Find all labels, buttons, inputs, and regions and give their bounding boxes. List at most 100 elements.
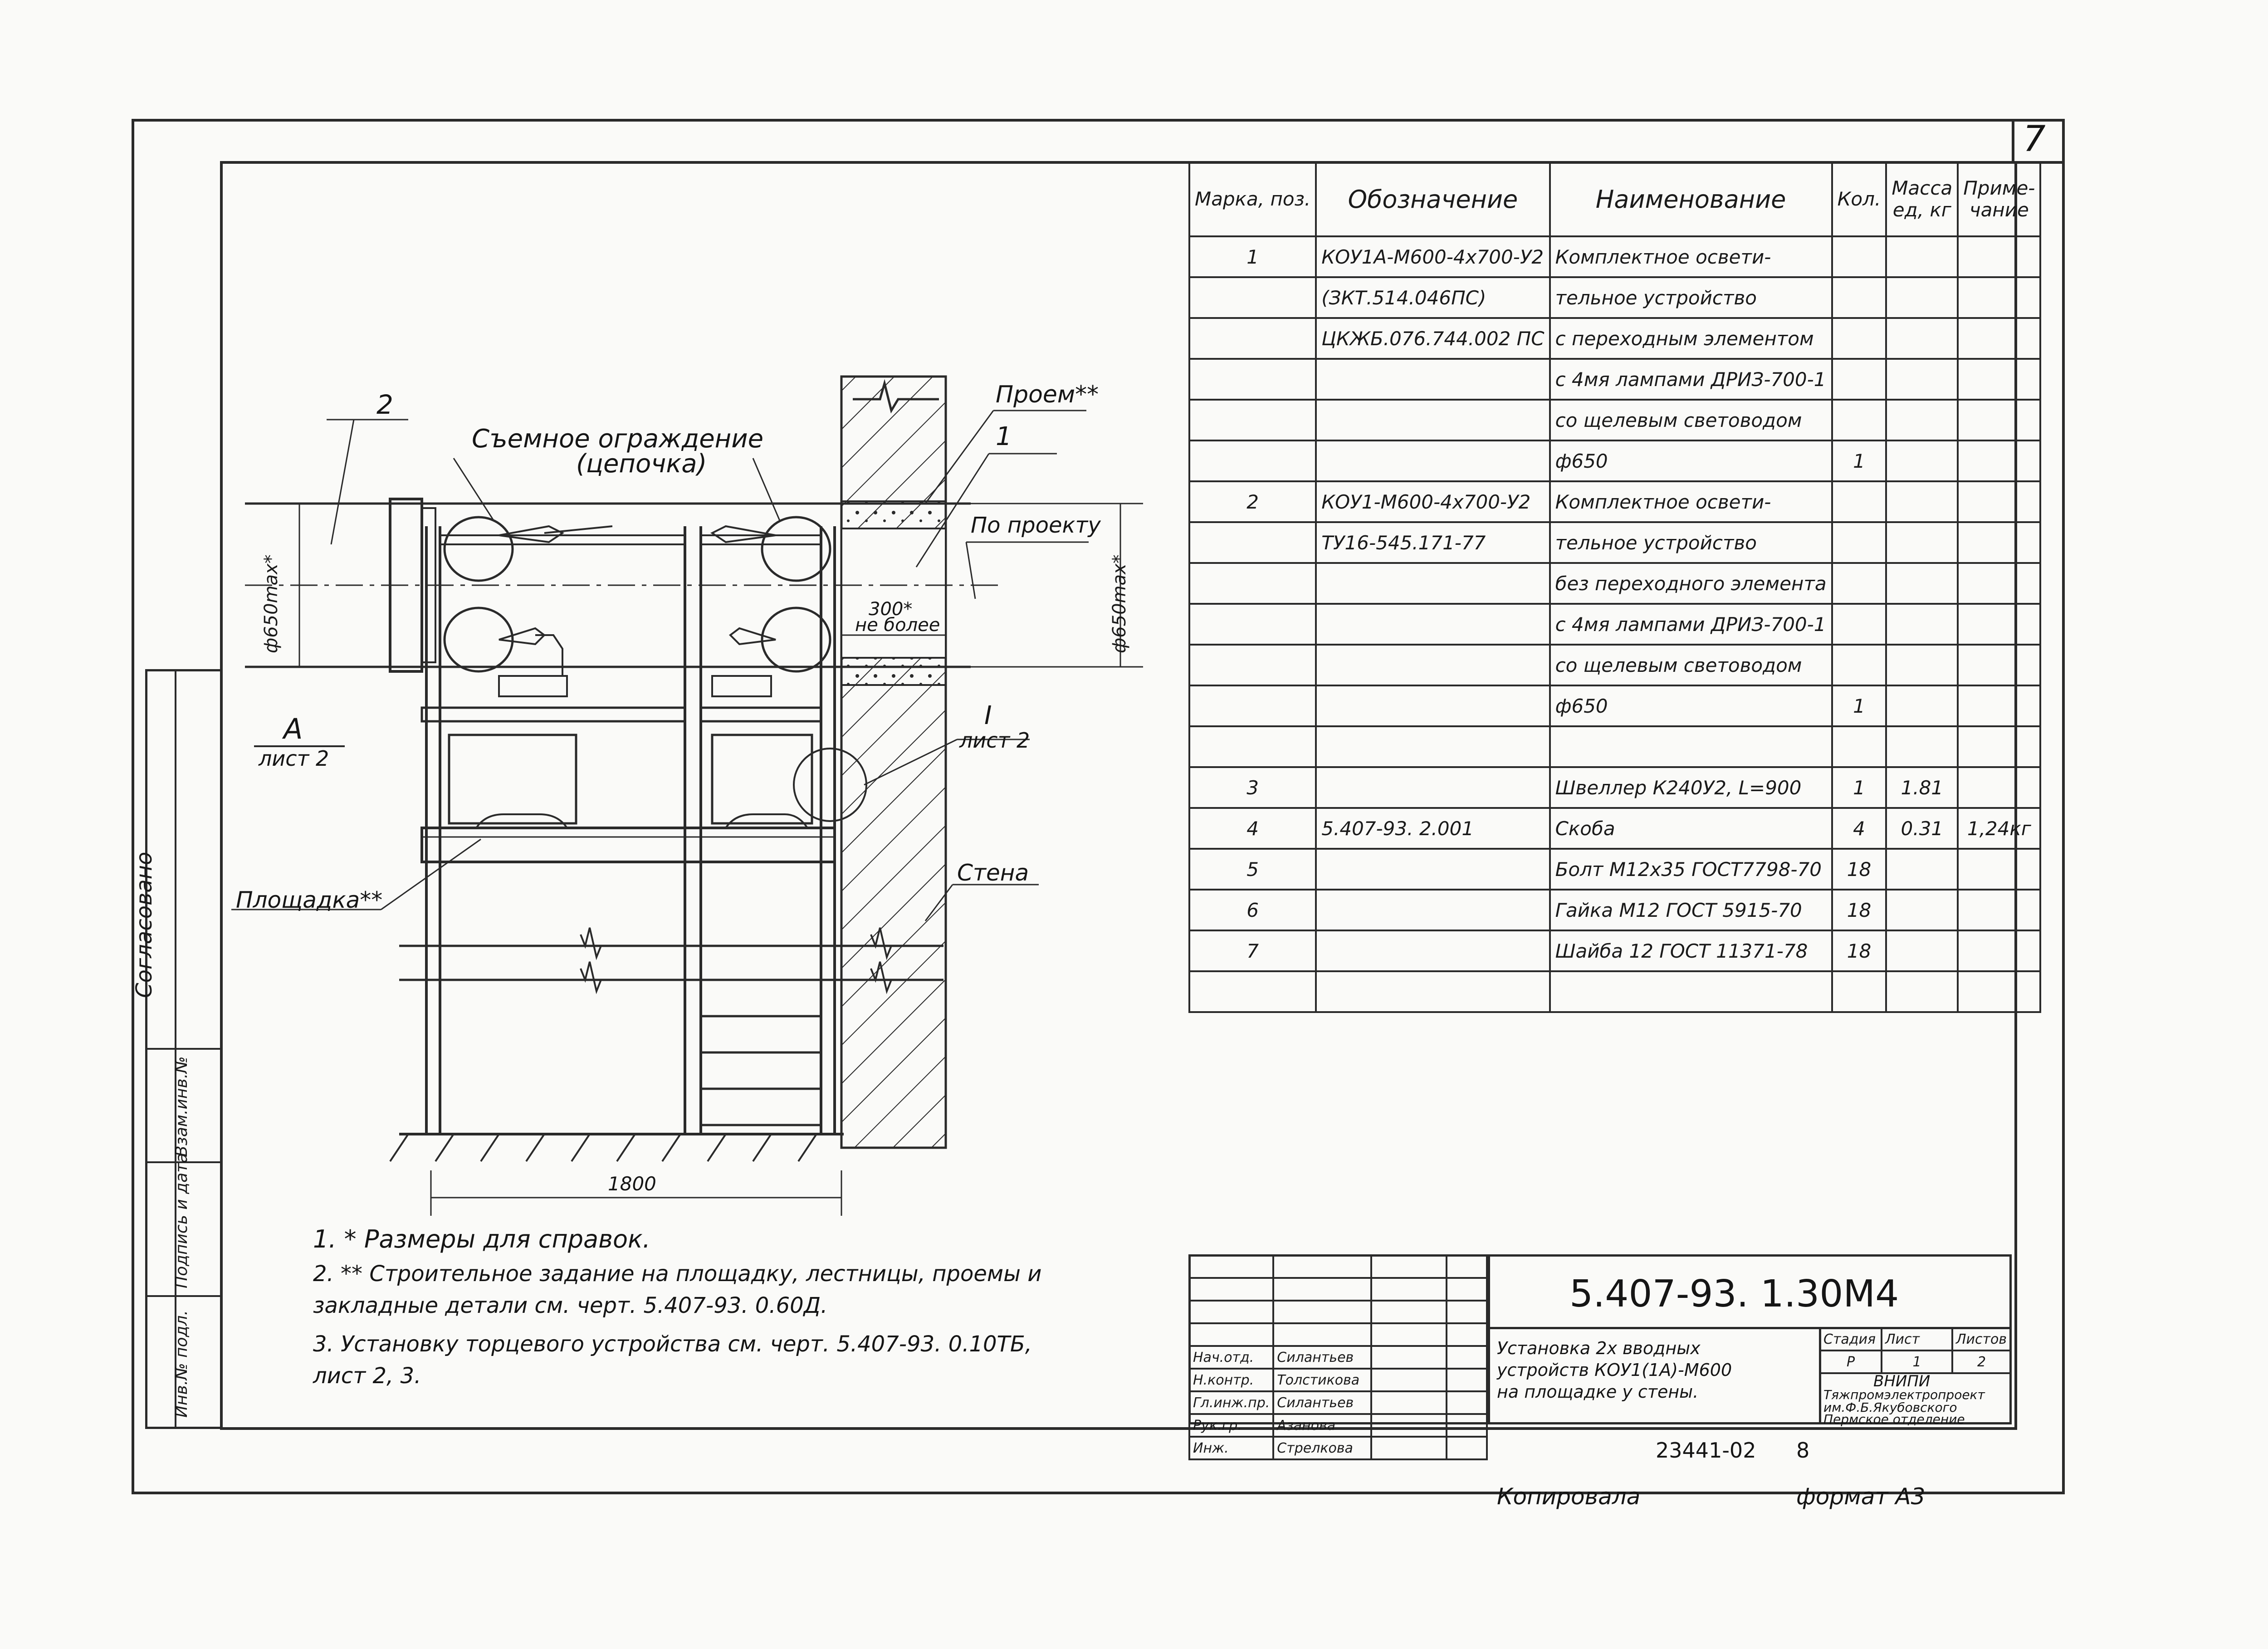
spec-cell-mark: 2 bbox=[1188, 480, 1317, 523]
signature-role: Нач.отд. bbox=[1188, 1345, 1275, 1370]
signature-role: Рук.гр. bbox=[1188, 1413, 1275, 1438]
spec-cell-qty bbox=[1831, 521, 1887, 564]
spec-header-designation: Обозначение bbox=[1315, 161, 1551, 237]
spec-cell-designation bbox=[1315, 766, 1551, 809]
outer-frame bbox=[132, 119, 2065, 1494]
date-cell bbox=[1446, 1345, 1488, 1370]
spec-cell-mark: 4 bbox=[1188, 807, 1317, 850]
signature-row: Нач.отд.Силантьев bbox=[1188, 1345, 1488, 1370]
spec-cell-qty: 18 bbox=[1831, 889, 1887, 931]
label-diam-right: ф650max* bbox=[1109, 554, 1130, 653]
spec-cell-mass bbox=[1885, 562, 1959, 605]
spec-header-note: Приме-чание bbox=[1957, 161, 2042, 237]
spec-cell-qty bbox=[1831, 970, 1887, 1013]
spec-cell-qty bbox=[1831, 235, 1887, 278]
side-stamp bbox=[145, 669, 222, 1429]
label-fence-line1: Съемное ограждение bbox=[472, 424, 764, 454]
spec-cell-name: без переходного элемента bbox=[1549, 562, 1833, 605]
spec-cell-qty bbox=[1831, 725, 1887, 768]
spec-cell-note bbox=[1957, 930, 2042, 972]
label-pos1: 1 bbox=[996, 422, 1012, 451]
label-not-more: не более bbox=[855, 615, 940, 636]
spec-cell-note bbox=[1957, 970, 2042, 1013]
title-block-code-divider bbox=[1488, 1254, 1490, 1424]
label-1800: 1800 bbox=[608, 1173, 656, 1195]
spec-cell-qty bbox=[1831, 603, 1887, 646]
spec-cell-mark bbox=[1188, 603, 1317, 646]
side-stamp-hline bbox=[147, 1161, 222, 1163]
signature-name: Стрелкова bbox=[1272, 1436, 1373, 1460]
title-line3: на площадке у стены. bbox=[1497, 1382, 1699, 1402]
spec-cell-note: 1,24кг bbox=[1957, 807, 2042, 850]
spec-cell-name: ф650 bbox=[1549, 440, 1833, 482]
note-2: 2. ** Строительное задание на площадку, … bbox=[313, 1261, 1042, 1287]
signature-row: Гл.инж.пр.Силантьев bbox=[1188, 1390, 1488, 1415]
spec-cell-designation bbox=[1315, 440, 1551, 482]
label-detail-1: I bbox=[984, 701, 992, 730]
spec-cell-mass bbox=[1885, 521, 1959, 564]
ballast-box-left bbox=[448, 734, 577, 825]
platform bbox=[420, 827, 836, 863]
label-opening: Проем** bbox=[996, 381, 1099, 408]
spec-cell-qty bbox=[1831, 480, 1887, 523]
note-3: 3. Установку торцевого устройства см. че… bbox=[313, 1331, 1032, 1357]
format: формат А3 bbox=[1796, 1483, 1926, 1510]
spec-cell-name: Комплектное освети- bbox=[1549, 235, 1833, 278]
title-block-hline bbox=[1488, 1327, 2012, 1329]
spec-header-mass: Масса ед, кг bbox=[1885, 161, 1959, 237]
spec-cell-note bbox=[1957, 685, 2042, 727]
spec-cell-mass bbox=[1885, 317, 1959, 360]
spec-cell-note bbox=[1957, 725, 2042, 768]
spec-cell-name: Швеллер К240У2, L=900 bbox=[1549, 766, 1833, 809]
spec-cell-mark: 5 bbox=[1188, 848, 1317, 891]
sheets-label: Листов bbox=[1951, 1327, 2012, 1351]
note-1: 1. * Размеры для справок. bbox=[313, 1225, 650, 1253]
title-block-vline bbox=[1819, 1327, 1821, 1424]
spec-cell-designation: ТУ16-545.171-77 bbox=[1315, 521, 1551, 564]
org-line4: Пермское отделение bbox=[1823, 1412, 1965, 1427]
signature-role: Гл.инж.пр. bbox=[1188, 1390, 1275, 1415]
signature-cell bbox=[1370, 1436, 1448, 1460]
sheets-value: 2 bbox=[1951, 1350, 2012, 1374]
side-stamp-hline bbox=[147, 1295, 222, 1297]
spec-cell-note bbox=[1957, 480, 2042, 523]
spec-cell-mark bbox=[1188, 725, 1317, 768]
date-cell bbox=[1446, 1413, 1488, 1438]
spec-cell-mark bbox=[1188, 358, 1317, 401]
spec-cell-designation: КОУ1-М600-4х700-У2 bbox=[1315, 480, 1551, 523]
label-view-a-sheet: лист 2 bbox=[259, 746, 329, 771]
spec-cell-name bbox=[1549, 725, 1833, 768]
spec-cell-mass bbox=[1885, 358, 1959, 401]
spec-row: без переходного элемента bbox=[1188, 562, 2042, 605]
spec-cell-mass: 0.31 bbox=[1885, 807, 1959, 850]
spec-header-mark: Марка, поз. bbox=[1188, 161, 1317, 237]
wall-opening-bottom bbox=[841, 657, 947, 686]
spec-cell-mark bbox=[1188, 685, 1317, 727]
spec-cell-qty bbox=[1831, 276, 1887, 319]
spec-row: (ЗКТ.514.046ПС)тельное устройство bbox=[1188, 276, 2042, 319]
spec-cell-name: с переходным элементом bbox=[1549, 317, 1833, 360]
specification-table: Марка, поз. Обозначение Наименование Кол… bbox=[1188, 161, 2042, 1013]
signature-role: Инж. bbox=[1188, 1436, 1275, 1460]
spec-cell-mass bbox=[1885, 970, 1959, 1013]
spec-cell-qty: 18 bbox=[1831, 930, 1887, 972]
wall-break-top bbox=[853, 379, 939, 414]
spec-cell-note bbox=[1957, 644, 2042, 686]
spec-cell-name: Шайба 12 ГОСТ 11371-78 bbox=[1549, 930, 1833, 972]
spec-cell-designation bbox=[1315, 399, 1551, 441]
archive-sheet: 8 bbox=[1796, 1438, 1810, 1463]
spec-cell-mass bbox=[1885, 399, 1959, 441]
signature-cell bbox=[1370, 1390, 1448, 1415]
label-view-a: А bbox=[284, 712, 303, 745]
spec-cell-mass: 1.81 bbox=[1885, 766, 1959, 809]
spec-cell-name bbox=[1549, 970, 1833, 1013]
spec-cell-mark: 1 bbox=[1188, 235, 1317, 278]
spec-cell-name: со щелевым световодом bbox=[1549, 399, 1833, 441]
note-2-cont: закладные детали см. черт. 5.407-93. 0.6… bbox=[313, 1293, 828, 1318]
spec-header-name: Наименование bbox=[1549, 161, 1833, 237]
spec-cell-mass bbox=[1885, 440, 1959, 482]
